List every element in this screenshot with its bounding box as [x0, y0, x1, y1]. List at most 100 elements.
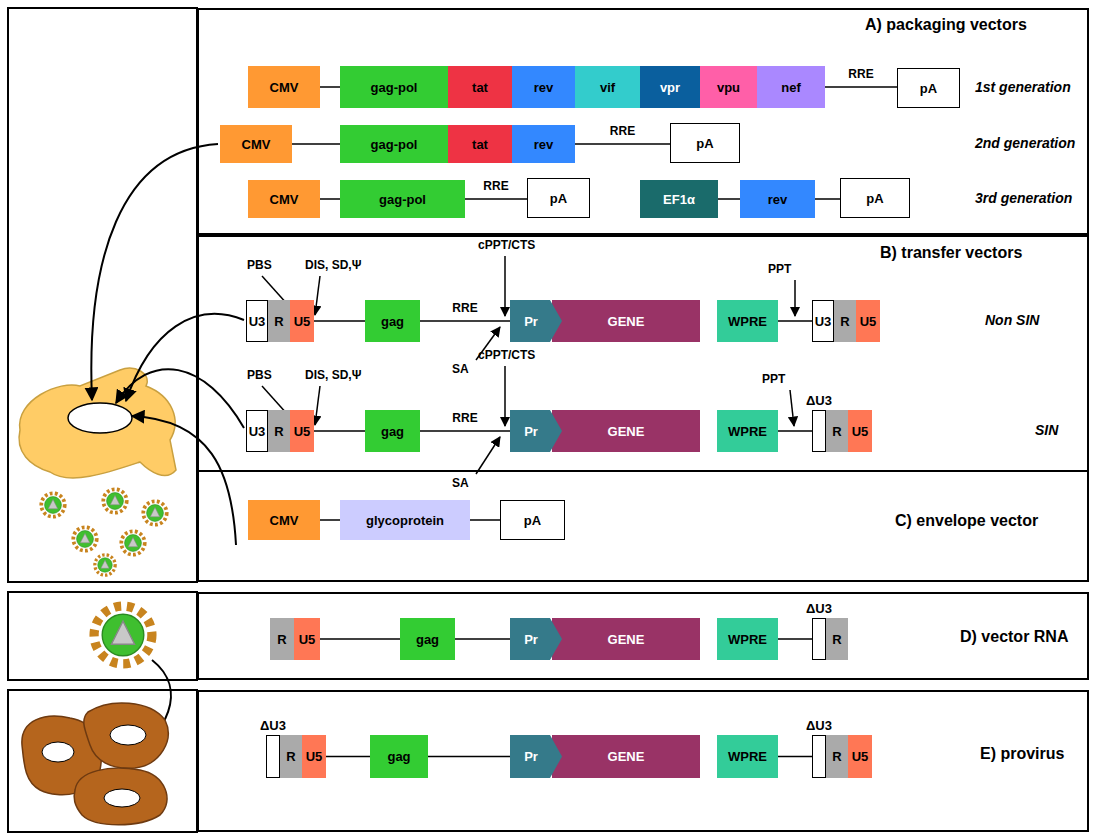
- element-label: ΔU3: [806, 718, 832, 733]
- element-box: gag: [365, 300, 420, 342]
- element-box: U5: [290, 300, 314, 342]
- section-panel: A) packaging vectorsCMVgag-poltatrevvifv…: [197, 8, 1089, 235]
- backbone-line: [320, 638, 400, 640]
- section-heading: A) packaging vectors: [865, 16, 1027, 34]
- element-label: U5: [306, 749, 323, 764]
- promoter-arrow: Pr: [510, 618, 562, 660]
- element-box: R: [268, 410, 290, 452]
- element-label: R: [274, 314, 283, 329]
- element-label: U5: [852, 424, 869, 439]
- element-label: gag: [381, 314, 404, 329]
- cell-nucleus: [110, 725, 146, 745]
- element-box: WPRE: [717, 410, 778, 452]
- element-label: pA: [550, 191, 567, 206]
- element-box: U5: [848, 410, 872, 452]
- element-box: ΔU3: [266, 735, 280, 778]
- promoter-arrow: Pr: [510, 735, 562, 778]
- element-box: R: [826, 618, 848, 660]
- leader-arrow: [315, 276, 320, 315]
- backbone-line: [320, 198, 340, 200]
- leader-arrow: [504, 256, 506, 316]
- element-box: CMV: [248, 66, 320, 108]
- element-box: vpu: [700, 66, 757, 108]
- element-label: GENE: [608, 632, 645, 647]
- element-label: GENE: [608, 749, 645, 764]
- backbone-line: [815, 198, 840, 200]
- element-box: gag: [365, 410, 420, 452]
- element-label: CMV: [242, 137, 271, 152]
- element-box: ΔU3: [812, 735, 826, 778]
- backbone-line: [825, 86, 897, 88]
- element-box: CMV: [220, 125, 292, 163]
- element-box: gag-pol: [340, 66, 448, 108]
- site-label: cPPT/CTS: [478, 238, 535, 252]
- element-label: Pr: [524, 314, 538, 329]
- element-box: U5: [302, 735, 326, 778]
- element-box: rev: [512, 66, 575, 108]
- element-label: U3: [249, 424, 266, 439]
- element-box: R: [280, 735, 302, 778]
- virus-particle: [121, 531, 144, 554]
- site-label: DIS, SD,Ψ: [305, 258, 361, 272]
- edge-label: RRE: [481, 179, 510, 193]
- element-box: pA: [840, 178, 910, 218]
- site-label: SA: [452, 362, 469, 376]
- virus-particle: [143, 501, 166, 524]
- element-label: gag: [416, 632, 439, 647]
- site-label: DIS, SD,Ψ: [305, 368, 361, 382]
- element-label: vpr: [660, 80, 680, 95]
- element-label: Pr: [524, 749, 538, 764]
- element-label: R: [277, 632, 286, 647]
- element-label: ΔU3: [806, 393, 832, 408]
- backbone-line: [428, 756, 510, 758]
- backbone-line: [326, 756, 370, 758]
- element-box: U3: [246, 410, 268, 452]
- element-box: pA: [897, 68, 960, 108]
- column-cell: [8, 592, 197, 680]
- producer-cell: [19, 368, 176, 478]
- backbone-line: [778, 756, 812, 758]
- element-box: GENE: [552, 618, 700, 660]
- element-box: R: [826, 410, 848, 452]
- element-label: vif: [600, 80, 615, 95]
- virus-particle: [103, 489, 126, 512]
- edge-label: RRE: [846, 67, 875, 81]
- backbone-line: [420, 320, 510, 322]
- backbone-line: [575, 143, 670, 145]
- element-box: R: [270, 618, 294, 660]
- leader-arrow: [315, 386, 320, 425]
- element-box: gag-pol: [340, 125, 448, 163]
- element-box: U5: [294, 618, 320, 660]
- element-box: U5: [856, 300, 880, 342]
- site-label: PBS: [247, 368, 272, 382]
- virus-particle: [95, 555, 115, 575]
- element-box: EF1α: [640, 180, 718, 218]
- leader-arrow: [790, 390, 794, 426]
- element-label: rev: [534, 80, 554, 95]
- element-label: U5: [852, 749, 869, 764]
- element-box: CMV: [248, 500, 320, 540]
- element-label: R: [832, 632, 841, 647]
- element-label: R: [832, 424, 841, 439]
- element-label: glycoprotein: [366, 513, 444, 528]
- element-label: rev: [534, 137, 554, 152]
- element-box: ΔU3: [812, 410, 826, 452]
- element-label: U3: [249, 314, 266, 329]
- backbone-line: [292, 143, 340, 145]
- element-label: GENE: [608, 314, 645, 329]
- element-label: U3: [815, 314, 832, 329]
- virus-particle: [41, 493, 64, 516]
- element-box: U3: [812, 300, 834, 342]
- backbone-line: [778, 430, 812, 432]
- edge-label: RRE: [608, 124, 637, 138]
- element-label: U5: [294, 314, 311, 329]
- element-box: nef: [757, 66, 825, 108]
- element-label: gag-pol: [371, 80, 418, 95]
- element-label: WPRE: [728, 314, 767, 329]
- element-box: pA: [670, 123, 740, 163]
- element-label: R: [274, 424, 283, 439]
- backbone-line: [314, 430, 365, 432]
- element-box: GENE: [552, 410, 700, 452]
- element-label: vpu: [717, 80, 740, 95]
- cell-nucleus: [68, 403, 132, 433]
